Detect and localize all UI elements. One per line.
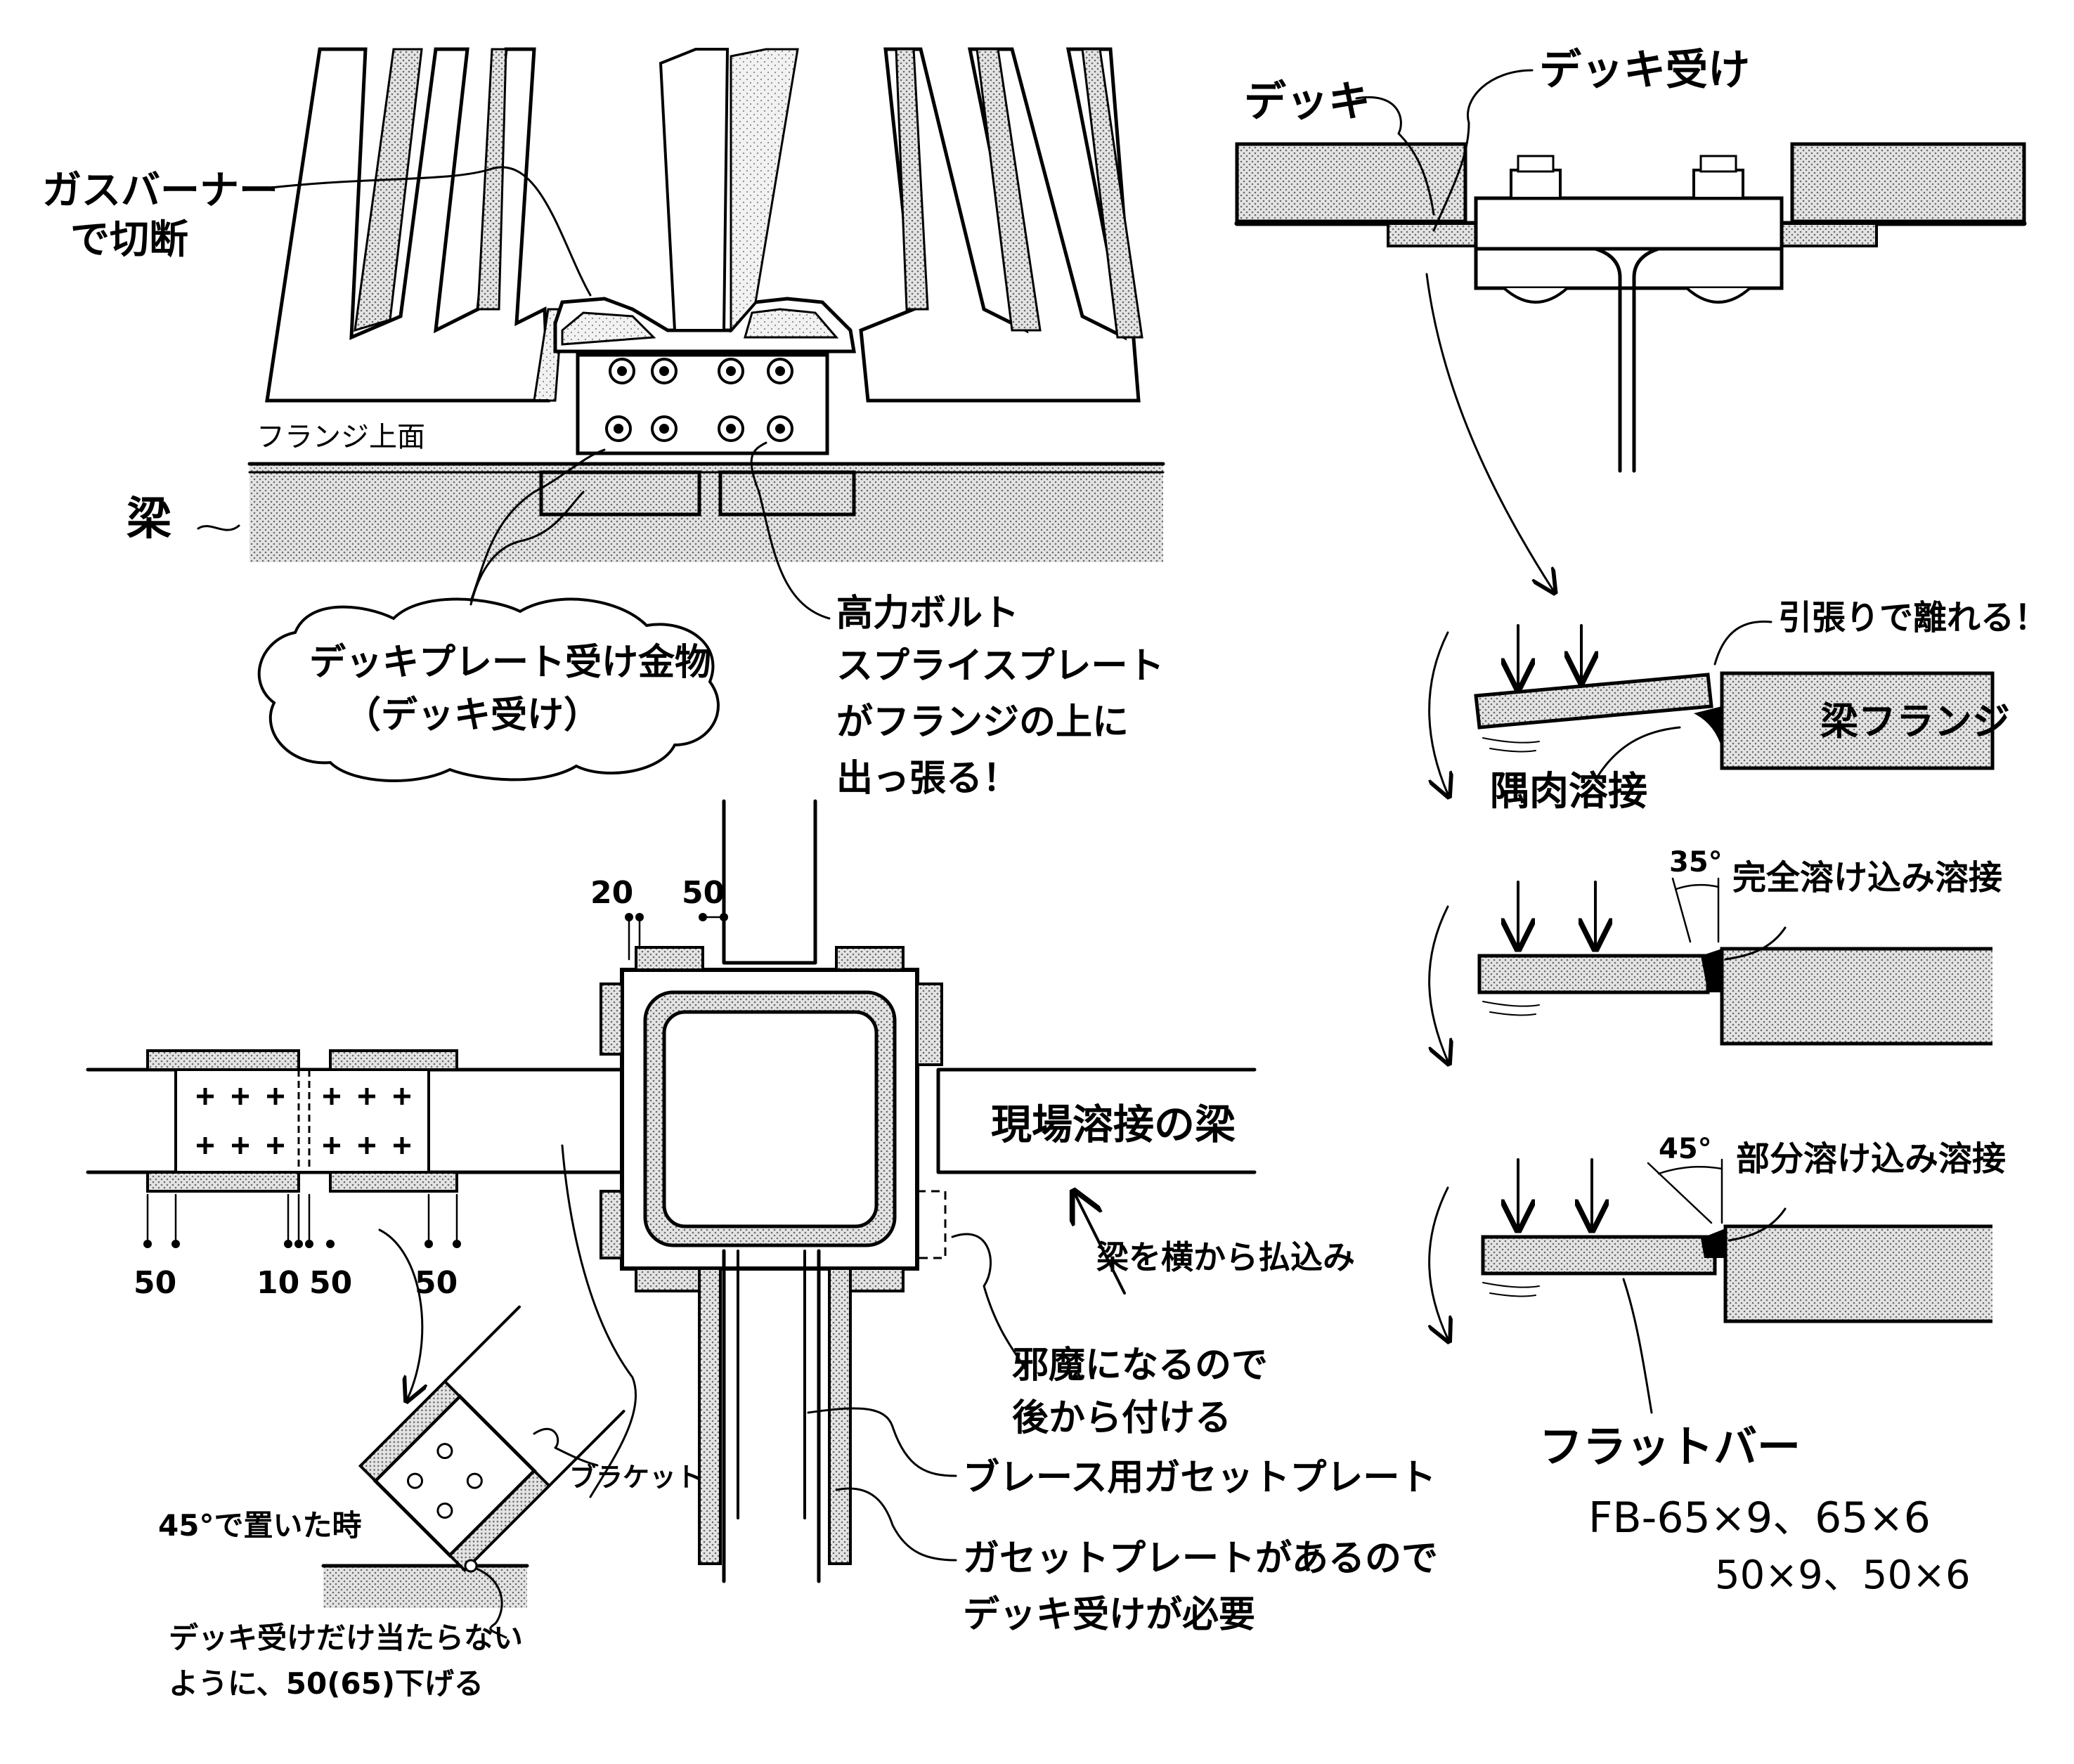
bolt-note-line4: 出っ張る！ — [836, 758, 1019, 800]
bracket-label: ブラケット — [569, 1462, 703, 1493]
callout-bubble — [257, 597, 720, 783]
flat-bar-fillet — [1474, 673, 1713, 729]
placed-45-label: 45°で置いた時 — [158, 1508, 361, 1543]
dim-top-1: 20 — [590, 875, 633, 911]
bolt-icon — [718, 358, 744, 384]
dim-bottom-2: 10 — [257, 1265, 299, 1301]
cut-note-line1: ガスバーナー — [42, 168, 278, 214]
bolt-icon — [605, 415, 632, 442]
bracket-flange-bottom — [448, 1469, 552, 1573]
column-plan-view: 20 50 50 10 50 — [86, 799, 1438, 1636]
bubble-line1: デッキプレート受け金物 — [309, 642, 711, 684]
splice-top-left — [146, 1049, 300, 1071]
web-splice-plate — [174, 1068, 430, 1174]
fillet-weld-bead — [1694, 706, 1722, 748]
lower-note-line2: ように、50(65)下げる — [169, 1666, 484, 1701]
beam-flange-partial — [1723, 1224, 1992, 1323]
floor-surface — [323, 1566, 527, 1608]
pull-note: 引張りで離れる！ — [1778, 598, 2048, 637]
deck-support-label: デッキ受け — [1539, 46, 1750, 95]
bolt-head-left — [1503, 287, 1569, 304]
lower-splice-plate-right — [718, 470, 856, 517]
full-pen-weld-bead — [1701, 949, 1722, 992]
bolt-icon — [718, 415, 744, 442]
weld-detail-partial-penetration: 45° 部分溶け込み溶接 フラットバー FB-65×9、65×6 50×9、50… — [1430, 1133, 2006, 1598]
bolt-note-line1: 高力ボルト — [836, 592, 1019, 635]
fb-sizes-1: FB-65×9、65×6 — [1588, 1493, 1931, 1543]
insert-note: 梁を横から払込み — [1096, 1238, 1355, 1276]
high-strength-bolts — [605, 358, 793, 442]
fillet-weld-label: 隅肉溶接 — [1490, 769, 1647, 815]
dim-top-2: 50 — [682, 875, 725, 911]
weld-detail-fillet: 引張りで離れる！ 梁フランジ 隅肉溶接 — [1430, 598, 2048, 815]
weld-detail-full-penetration: 35° 完全溶け込み溶接 — [1430, 846, 2002, 1061]
gusset-label: ブレース用ガセットプレート — [963, 1457, 1436, 1499]
partial-angle: 45° — [1659, 1133, 1712, 1165]
bubble-line2: （デッキ受け） — [344, 694, 600, 737]
bolt-icon — [609, 358, 635, 384]
full-pen-angle: 35° — [1669, 846, 1723, 878]
gusset-note-line1: ガセットプレートがあるので — [963, 1538, 1438, 1580]
deck-slab-right — [1790, 142, 2026, 223]
splice-top-right — [329, 1049, 458, 1071]
field-weld-beam-label: 現場溶接の梁 — [991, 1101, 1236, 1148]
later-note-line1: 邪魔になるので — [1012, 1344, 1268, 1387]
column-hollow — [662, 1010, 879, 1228]
bolt-note-line2: スプライスプレート — [836, 645, 1164, 687]
flat-bar-partial — [1481, 1235, 1717, 1276]
top-dimension-markers — [625, 913, 728, 961]
gusset-note-line2: デッキ受けが必要 — [963, 1594, 1255, 1636]
deck-label: デッキ — [1244, 77, 1370, 127]
beam-flange-full — [1720, 947, 1992, 1046]
deck-slab-left — [1235, 142, 1467, 223]
lower-splice-plate-left — [539, 470, 701, 517]
beam-flange-fillet — [1720, 671, 1995, 770]
later-deck-support-dashed — [916, 1190, 947, 1259]
lower-note-line1: デッキ受けだけ当たらない — [169, 1621, 523, 1655]
bolt-icon — [651, 415, 678, 442]
fb-sizes-2: 50×9、50×6 — [1715, 1552, 1971, 1598]
beam-body — [249, 464, 1163, 562]
later-note-line2: 後から付ける — [1012, 1397, 1231, 1439]
splice-bottom-left — [146, 1171, 300, 1193]
full-pen-label: 完全溶け込み溶接 — [1732, 858, 2002, 897]
bolt-crosses — [197, 1088, 410, 1154]
bolt-note-line3: がフランジの上に — [836, 701, 1129, 744]
flat-bar-label: フラットバー — [1539, 1421, 1801, 1472]
deck-perspective-view: ガスバーナー で切断 フランジ上面 梁 デッキプレート受け金物 （デッキ受け） … — [42, 47, 1165, 800]
flange-top-label: フランジ上面 — [257, 421, 425, 453]
splice-bottom-right — [329, 1171, 458, 1193]
dim-bottom-1: 50 — [134, 1265, 176, 1301]
nut-left — [1510, 169, 1562, 200]
bracket-45-detail: ブラケット 45°で置いた時 デッキ受けだけ当たらない ように、50(65)下げ… — [158, 1305, 703, 1701]
deck-plate-right — [859, 47, 1143, 403]
deck-cut-section — [553, 48, 856, 354]
gusset-plate-left — [698, 1267, 722, 1565]
beam-flange-label: 梁フランジ — [1820, 699, 2010, 744]
flange-plate — [1474, 247, 1784, 290]
bolt-icon — [767, 358, 793, 384]
deck-plate-left — [265, 47, 564, 403]
bolt-head-right — [1685, 287, 1751, 304]
splice-plate — [1474, 196, 1784, 251]
bracket-flange-top — [358, 1379, 462, 1483]
beam-label: 梁 — [127, 493, 171, 545]
beam-web — [1593, 247, 1661, 473]
dim-bottom-4: 50 — [415, 1265, 458, 1301]
bolt-icon — [767, 415, 793, 442]
cut-note-line2: で切断 — [70, 217, 188, 263]
partial-weld-bead — [1701, 1228, 1725, 1258]
field-weld-beam — [936, 1068, 1257, 1174]
partial-label: 部分溶け込み溶接 — [1736, 1139, 2006, 1179]
deck-support-section: デッキ デッキ受け — [1234, 46, 2027, 590]
bracket-plate — [372, 1394, 537, 1558]
bolt-icon — [651, 358, 678, 384]
nut-right — [1692, 169, 1744, 200]
gusset-plate-right — [828, 1267, 852, 1565]
bottom-dimension-markers — [143, 1193, 461, 1248]
dim-bottom-3: 50 — [309, 1265, 352, 1301]
flat-bar-full — [1477, 954, 1710, 994]
